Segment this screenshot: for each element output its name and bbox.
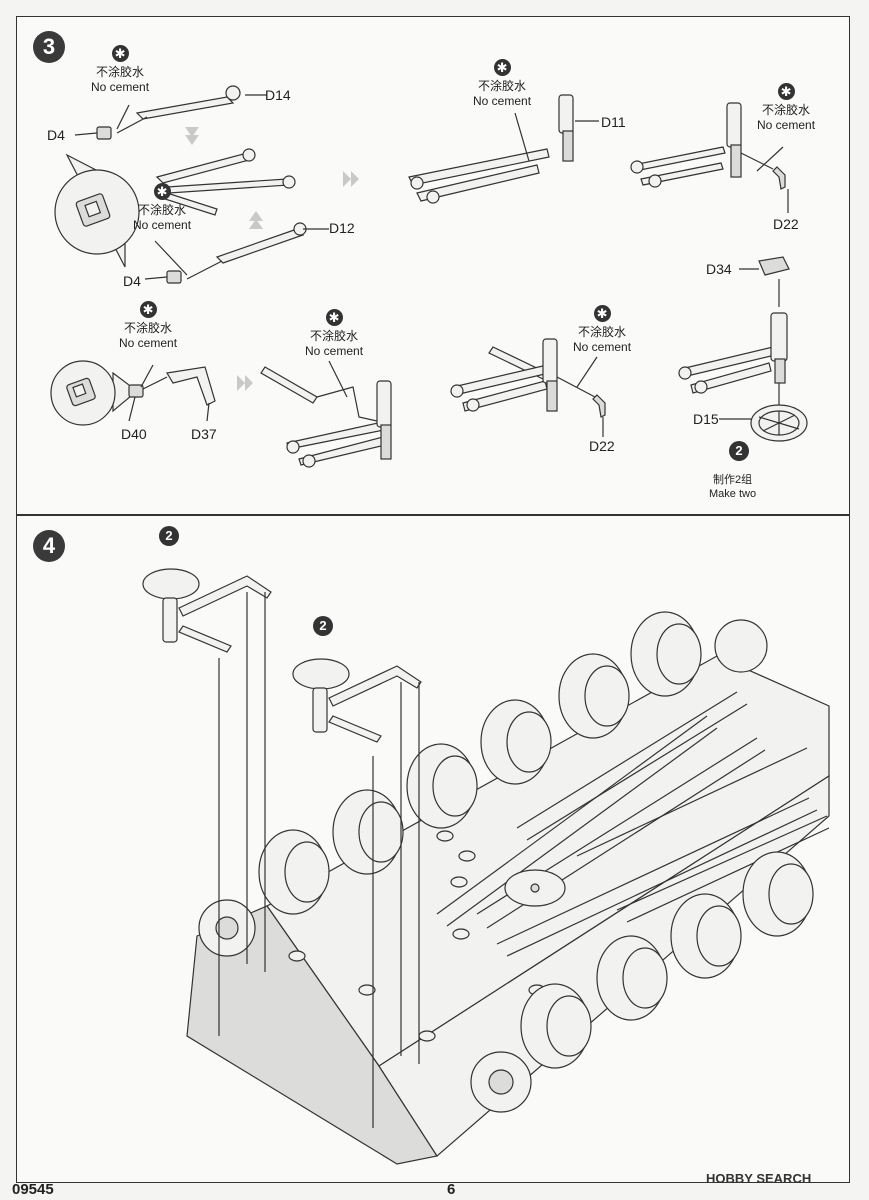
no-cement-callout-6: ✱ 不涂胶水 No cement <box>305 309 363 359</box>
step-4-panel: 4 <box>16 515 850 1183</box>
road-wheel-icon <box>258 611 702 915</box>
no-cement-en: No cement <box>573 340 632 354</box>
sub-assembly-marker-right: 2 <box>313 616 333 636</box>
part-label-d40: D40 <box>121 426 147 442</box>
part-label-d37: D37 <box>191 426 217 442</box>
part-label-d22: D22 <box>589 438 615 454</box>
make-two-cn: 制作2组 <box>712 474 753 486</box>
part-d12-drawing <box>215 228 305 264</box>
part-d22-drawing-top <box>772 166 786 190</box>
part-label-d14: D14 <box>265 87 291 103</box>
no-cement-cn: 不涂胶水 <box>96 65 145 79</box>
asterisk-icon: ✱ <box>493 59 511 76</box>
page-number: 6 <box>447 1181 456 1198</box>
no-cement-callout-5: ✱ 不涂胶水 No cement <box>119 301 177 351</box>
asterisk-icon: ✱ <box>325 309 343 326</box>
part-d22-drawing-bottom <box>592 394 606 418</box>
no-cement-en: No cement <box>91 80 150 94</box>
no-cement-cn: 不涂胶水 <box>578 325 627 339</box>
step-3-illustration <box>50 85 808 468</box>
no-cement-cn: 不涂胶水 <box>124 321 173 335</box>
hull-ports <box>288 830 546 1042</box>
asterisk-icon: ✱ <box>111 45 129 62</box>
asterisk-icon: ✱ <box>153 183 171 200</box>
no-cement-callout-2: ✱ 不涂胶水 No cement <box>473 59 531 109</box>
sub-assembly-marker: 2 <box>729 441 749 461</box>
no-cement-cn: 不涂胶水 <box>138 203 187 217</box>
part-d37-drawing <box>166 366 216 406</box>
part-label-d15: D15 <box>693 411 719 427</box>
part-d4-drawing-bottom <box>166 270 182 284</box>
no-cement-cn: 不涂胶水 <box>762 103 811 117</box>
step-3-number: 3 <box>33 31 65 63</box>
part-label-d12: D12 <box>329 220 355 236</box>
asterisk-icon: ✱ <box>139 301 157 318</box>
part-label-d4: D4 <box>123 273 141 289</box>
part-label-d34: D34 <box>706 261 732 277</box>
no-cement-en: No cement <box>473 94 532 108</box>
asterisk-icon: ✱ <box>593 305 611 322</box>
sprocket-back <box>714 619 768 673</box>
part-d14-drawing <box>135 96 235 120</box>
part-d4-drawing-top <box>96 126 112 140</box>
no-cement-callout-4: ✱ 不涂胶水 No cement <box>133 183 191 233</box>
no-cement-en: No cement <box>133 218 192 232</box>
step-4-number: 4 <box>33 530 65 562</box>
suspension-unit-left <box>142 568 272 653</box>
no-cement-en: No cement <box>757 118 816 132</box>
part-d40-drawing <box>128 384 144 398</box>
no-cement-callout-3: ✱ 不涂胶水 No cement <box>757 83 815 133</box>
make-two-en: Make two <box>709 488 757 500</box>
step-4-illustration <box>142 568 830 1165</box>
asterisk-icon: ✱ <box>777 83 795 100</box>
road-wheel-icon <box>520 851 814 1069</box>
part-label-d22: D22 <box>773 216 799 232</box>
part-label-d11: D11 <box>601 114 626 130</box>
no-cement-en: No cement <box>119 336 178 350</box>
part-label-d4: D4 <box>47 127 65 143</box>
suspension-unit-right <box>292 658 422 743</box>
step-3-panel: 3 <box>16 16 850 515</box>
assembly-guide-lines <box>218 592 420 1128</box>
product-code: 09545 <box>12 1181 54 1198</box>
watermark: HOBBY SEARCH <box>706 1171 812 1186</box>
no-cement-cn: 不涂胶水 <box>310 329 359 343</box>
sub-assembly-marker-left: 2 <box>159 526 179 546</box>
part-d34-drawing <box>758 256 790 276</box>
no-cement-callout-1: ✱ 不涂胶水 No cement <box>91 45 149 95</box>
no-cement-cn: 不涂胶水 <box>478 79 527 93</box>
no-cement-callout-7: ✱ 不涂胶水 No cement <box>573 305 631 355</box>
make-two-note: 制作2组 Make two <box>709 473 756 501</box>
no-cement-en: No cement <box>305 344 364 358</box>
